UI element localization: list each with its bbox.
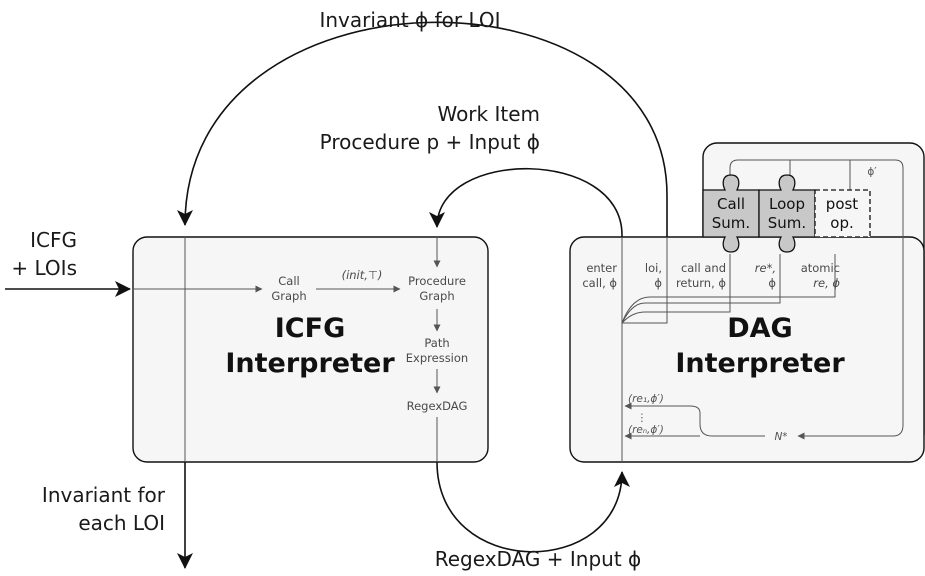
regexdag-label: RegexDAG xyxy=(407,399,468,413)
call-graph-label-1: Call xyxy=(278,274,299,288)
work-item-procedure-label: Procedure p + Input ϕ xyxy=(320,130,540,154)
regexdag-arrow xyxy=(436,461,630,553)
re1-phi-label: (re₁,ϕ′) xyxy=(628,393,664,405)
wire-loi xyxy=(622,237,668,324)
init-top-label: (init,⊤) xyxy=(342,268,383,282)
atomic-label-1: atomic xyxy=(801,261,840,275)
input-icfg-label: ICFG xyxy=(30,228,77,252)
loi-label-2: ϕ xyxy=(654,276,662,290)
atomic-label-2: re, ϕ xyxy=(813,276,840,290)
input-lois-label: + LOIs xyxy=(11,256,77,280)
call-graph-label-2: Graph xyxy=(271,289,306,303)
output-invariant-label: Invariant for xyxy=(42,483,166,507)
enter-call-label-2: call, ϕ xyxy=(582,276,617,290)
re-star-label-2: ϕ xyxy=(768,276,776,290)
dots-label: ⋮ xyxy=(637,412,648,424)
wire-to-re1 xyxy=(624,402,765,437)
wire-call-top xyxy=(729,159,904,440)
loi-label-1: loi, xyxy=(645,261,662,275)
icfg-title-line2: Interpreter xyxy=(225,348,395,379)
re-star-label-1: re*, xyxy=(755,261,776,275)
wire-call-return xyxy=(621,254,731,324)
wire-atomic xyxy=(621,254,836,324)
work-item-arrow xyxy=(429,167,623,237)
ren-phi-label: (reₙ,ϕ′) xyxy=(628,424,664,436)
procedure-graph-label-2: Graph xyxy=(419,289,454,303)
call-return-label-2: return, ϕ xyxy=(676,276,726,290)
loop-sum-label-1: Loop xyxy=(769,195,805,213)
post-op-piece xyxy=(814,189,871,238)
call-return-label-1: call and xyxy=(681,261,726,275)
invariant-loop-arrow xyxy=(177,21,668,237)
loop-sum-label-2: Sum. xyxy=(768,214,806,232)
phi-prime-label: ϕ′ xyxy=(867,166,877,178)
top-invariant-label: Invariant ϕ for LOI xyxy=(319,8,500,32)
enter-call-label-1: enter xyxy=(586,261,617,275)
regexdag-input-label: RegexDAG + Input ϕ xyxy=(435,547,641,571)
work-item-label: Work Item xyxy=(437,102,540,126)
path-expression-label-2: Expression xyxy=(406,351,468,365)
path-expression-label-1: Path xyxy=(424,336,449,350)
icfg-title-line1: ICFG xyxy=(275,313,345,344)
output-each-loi-label: each LOI xyxy=(78,511,165,535)
dag-title-line2: Interpreter xyxy=(675,348,845,379)
post-op-label-1: post xyxy=(826,195,859,213)
call-sum-label-1: Call xyxy=(717,195,745,213)
dag-title-line1: DAG xyxy=(727,313,792,344)
n-star-label: N* xyxy=(774,431,787,443)
post-op-label-2: op. xyxy=(830,214,853,232)
wire-re-star xyxy=(621,254,781,324)
call-sum-label-2: Sum. xyxy=(712,214,750,232)
procedure-graph-label-1: Procedure xyxy=(408,274,466,288)
icfg-interpreter-box xyxy=(132,236,489,463)
